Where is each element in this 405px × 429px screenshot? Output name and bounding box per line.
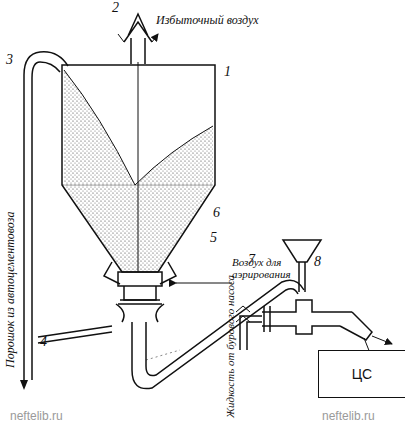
callout-number: 4 [40,334,47,349]
callout-number: 6 [213,205,220,220]
callout-number: 1 [224,64,231,79]
process-box: ЦС [318,350,405,398]
callout-number: 5 [210,230,217,245]
flow-label: Порошок из автоцементовоза [4,212,17,368]
watermark: neftelib.ru [322,410,375,423]
flow-label: Избыточный воздух [156,14,259,27]
callout-number: 3 [6,52,13,67]
callout-number: 7 [248,252,255,267]
flow-label: Жидкость от бурового насоса [224,275,236,418]
box-text: ЦС [352,366,372,382]
callout-number: 8 [314,254,321,269]
flow-label: Воздух для аэрирования [232,256,312,280]
watermark: neftelib.ru [10,410,63,423]
callout-number: 2 [112,0,119,15]
